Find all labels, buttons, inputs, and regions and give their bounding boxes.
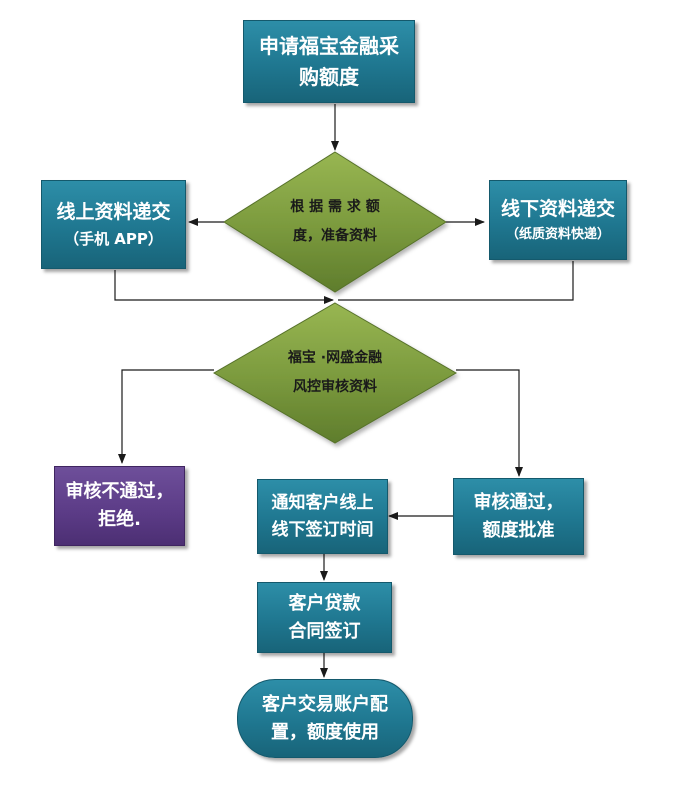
node-apply-credit: 申请福宝金融采 购额度 [243, 20, 415, 103]
node-notify-customer: 通知客户线上 线下签订时间 [257, 479, 388, 554]
node-notify-line2: 线下签订时间 [271, 519, 374, 540]
node-contract-line2: 合同签订 [288, 620, 361, 642]
node-account-line1: 客户交易账户配 [262, 693, 388, 715]
node-offline-submit: 线下资料递交 （纸质资料快递） [489, 180, 627, 260]
node-account-config: 客户交易账户配 置，额度使用 [237, 679, 413, 758]
node-review-line1: 福宝 ·网盛金融 [287, 349, 383, 366]
node-online-line1: 线上资料递交 [56, 201, 171, 224]
node-reject-line1: 审核不通过， [65, 481, 174, 503]
decision-diamond-review [213, 302, 457, 444]
node-review-text: 福宝 ·网盛金融 风控审核资料 [239, 337, 431, 409]
node-apply-line1: 申请福宝金融采 [259, 33, 399, 58]
arrow-review-to-approve [456, 369, 523, 477]
node-online-submit: 线上资料递交 （手机 APP） [41, 180, 186, 269]
node-online-line2: （手机 APP） [64, 229, 163, 248]
arrow-online-to-review [114, 270, 334, 304]
node-prepare-text: 根 据 需 求 额 度，准备资料 [244, 186, 426, 258]
node-apply-line2: 购额度 [299, 64, 359, 89]
node-offline-line1: 线下资料递交 [500, 198, 615, 221]
node-offline-line2: （纸质资料快递） [505, 226, 610, 242]
node-approve: 审核通过， 额度批准 [453, 478, 584, 555]
line-offline-to-review [338, 261, 574, 301]
node-reject-line2: 拒绝. [98, 509, 141, 530]
arrow-review-to-reject [118, 369, 214, 464]
node-approve-line2: 额度批准 [482, 519, 555, 541]
node-prepare-line2: 度，准备资料 [293, 228, 377, 244]
node-prepare-line1: 根 据 需 求 额 [290, 198, 380, 215]
node-approve-line1: 审核通过， [473, 491, 564, 513]
node-loan-contract: 客户贷款 合同签订 [257, 582, 392, 653]
node-reject: 审核不通过， 拒绝. [54, 466, 185, 546]
node-review-line2: 风控审核资料 [293, 379, 377, 395]
node-contract-line1: 客户贷款 [288, 592, 361, 614]
decision-diamond-prepare [223, 151, 447, 293]
node-notify-line1: 通知客户线上 [271, 493, 374, 514]
node-account-line2: 置，额度使用 [271, 721, 379, 743]
